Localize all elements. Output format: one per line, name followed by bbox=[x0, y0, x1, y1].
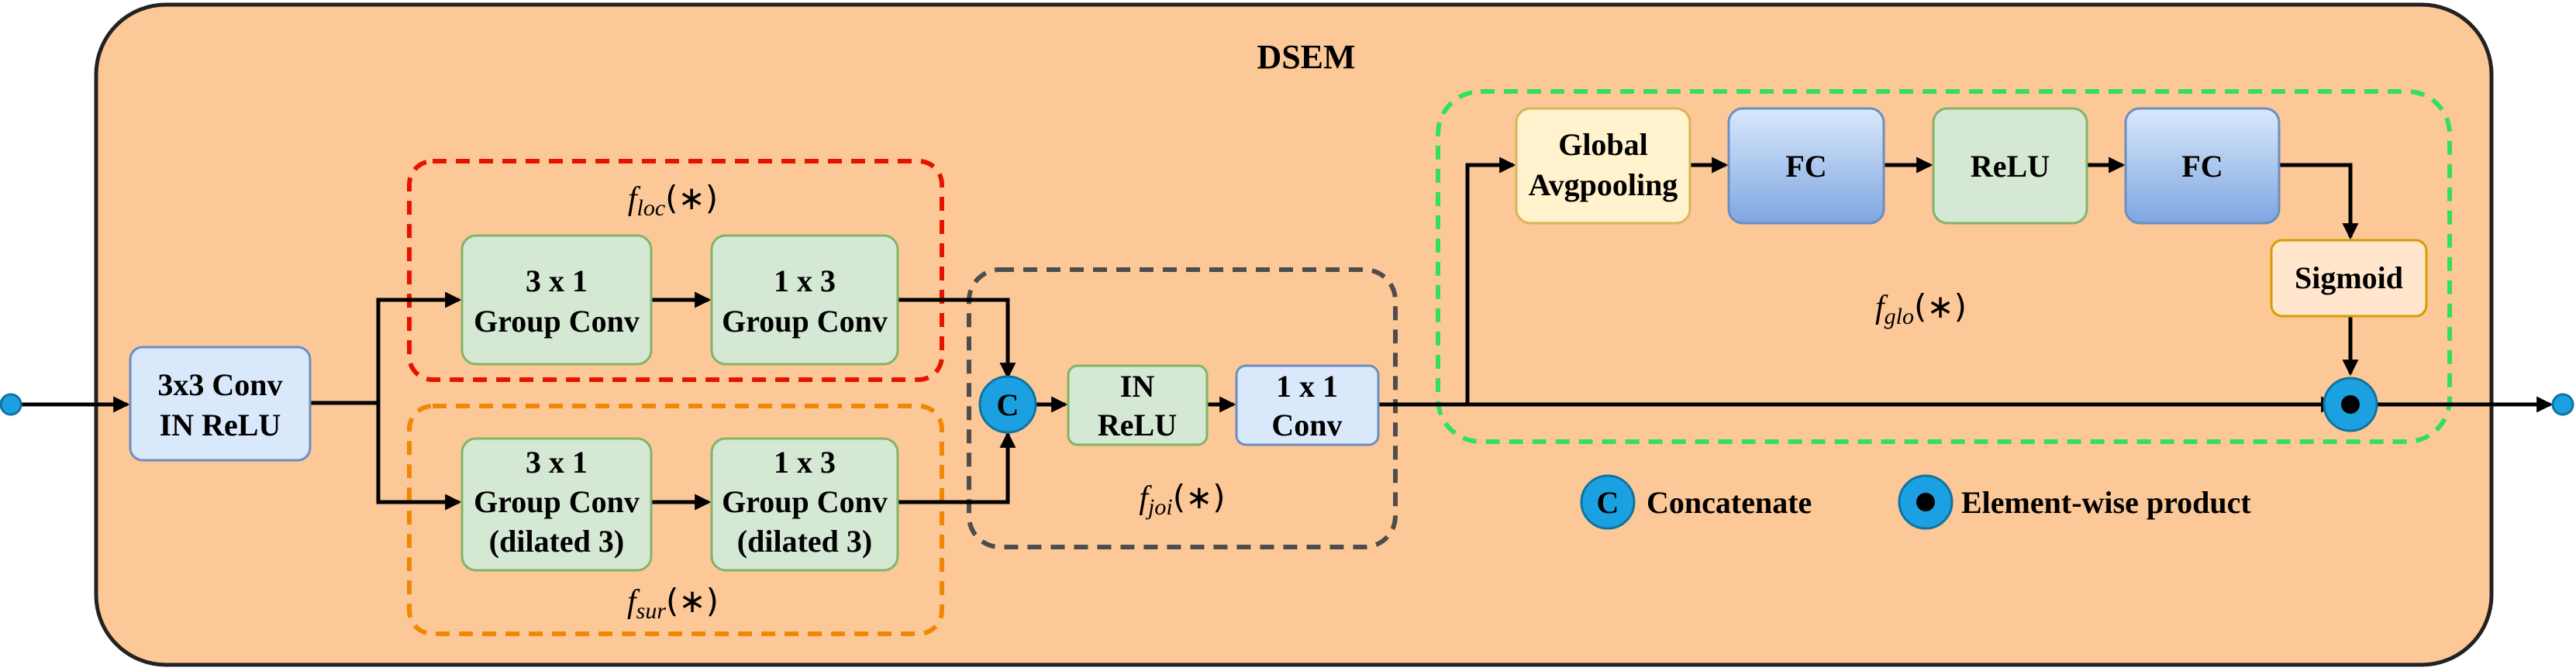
dsem-panel bbox=[94, 2, 2494, 667]
output-terminal bbox=[2551, 393, 2574, 416]
svg-text:3 x 1: 3 x 1 bbox=[526, 263, 588, 298]
edge-to-global-pool bbox=[1465, 157, 1516, 404]
svg-text:(dilated 3): (dilated 3) bbox=[489, 524, 624, 559]
svg-text:IN: IN bbox=[1120, 369, 1155, 404]
node-fc-1: FC bbox=[1727, 107, 1885, 225]
legend: C Concatenate Element-wise product bbox=[1580, 474, 2251, 530]
edge-loc-to-concat bbox=[898, 298, 1016, 380]
svg-text:Sigmoid: Sigmoid bbox=[2295, 260, 2403, 295]
edge-to-loc bbox=[310, 291, 462, 405]
svg-text:FC: FC bbox=[1785, 149, 1826, 184]
svg-text:3x3 Conv: 3x3 Conv bbox=[157, 367, 282, 402]
group-loc-region bbox=[407, 159, 944, 382]
node-loc-conv-1x3: 1 x 3 Group Conv bbox=[710, 234, 899, 366]
group-joi-region bbox=[967, 267, 1398, 549]
node-sigmoid: Sigmoid bbox=[2270, 239, 2428, 318]
node-conv-1x1: 1 x 1 Conv bbox=[1235, 364, 1380, 446]
node-in-relu: IN ReLU bbox=[1067, 364, 1209, 446]
svg-text:1 x 3: 1 x 3 bbox=[774, 445, 836, 480]
panel-title: DSEM bbox=[1257, 38, 1355, 76]
svg-text:Group Conv: Group Conv bbox=[474, 484, 640, 519]
svg-text:Group Conv: Group Conv bbox=[722, 484, 888, 519]
svg-text:3 x 1: 3 x 1 bbox=[526, 445, 588, 480]
legend-concat: C Concatenate bbox=[1580, 474, 1812, 530]
legend-product-label: Element-wise product bbox=[1961, 485, 2251, 520]
group-joi-label: fjoi(∗) bbox=[1139, 478, 1225, 520]
group-sur-region bbox=[407, 404, 944, 636]
edge-to-sur bbox=[376, 403, 462, 511]
svg-text:ReLU: ReLU bbox=[1098, 408, 1177, 442]
node-loc-conv-3x1: 3 x 1 Group Conv bbox=[460, 234, 653, 366]
svg-text:FC: FC bbox=[2181, 149, 2223, 184]
svg-text:C: C bbox=[1597, 485, 1619, 520]
node-fc-2: FC bbox=[2124, 107, 2281, 225]
svg-text:Conv: Conv bbox=[1271, 408, 1342, 442]
group-sur-label: fsur(∗) bbox=[627, 582, 719, 624]
svg-text:1 x 1: 1 x 1 bbox=[1276, 369, 1338, 404]
svg-text:Avgpooling: Avgpooling bbox=[1529, 167, 1678, 202]
svg-text:ReLU: ReLU bbox=[1971, 149, 2050, 184]
concat-node: C bbox=[978, 375, 1037, 434]
group-loc-label: floc(∗) bbox=[628, 179, 718, 221]
svg-text:1 x 3: 1 x 3 bbox=[774, 263, 836, 298]
legend-concat-symbol bbox=[1580, 474, 1636, 530]
svg-text:Global: Global bbox=[1558, 127, 1648, 162]
svg-text:Group Conv: Group Conv bbox=[474, 304, 640, 339]
legend-product: Element-wise product bbox=[1898, 474, 2251, 530]
input-terminal bbox=[0, 393, 22, 416]
svg-text:Group Conv: Group Conv bbox=[722, 304, 888, 339]
edge-fc2-to-sigmoid bbox=[2279, 163, 2359, 240]
node-global-avgpooling: Global Avgpooling bbox=[1515, 107, 1691, 225]
node-sur-conv-3x1: 3 x 1 Group Conv (dilated 3) bbox=[460, 437, 653, 572]
svg-text:IN ReLU: IN ReLU bbox=[160, 408, 281, 442]
group-glo-region bbox=[1436, 89, 2452, 444]
svg-text:(dilated 3): (dilated 3) bbox=[737, 524, 872, 559]
legend-concat-label: Concatenate bbox=[1647, 485, 1812, 520]
edges bbox=[11, 157, 2554, 511]
node-relu: ReLU bbox=[1932, 107, 2088, 225]
node-input-conv: 3x3 Conv IN ReLU bbox=[129, 346, 312, 462]
product-node bbox=[2323, 377, 2378, 432]
edge-sur-to-concat bbox=[898, 431, 1016, 504]
svg-text:C: C bbox=[997, 387, 1019, 422]
group-glo-label: fglo(∗) bbox=[1875, 287, 1967, 329]
node-sur-conv-1x3: 1 x 3 Group Conv (dilated 3) bbox=[710, 437, 899, 572]
